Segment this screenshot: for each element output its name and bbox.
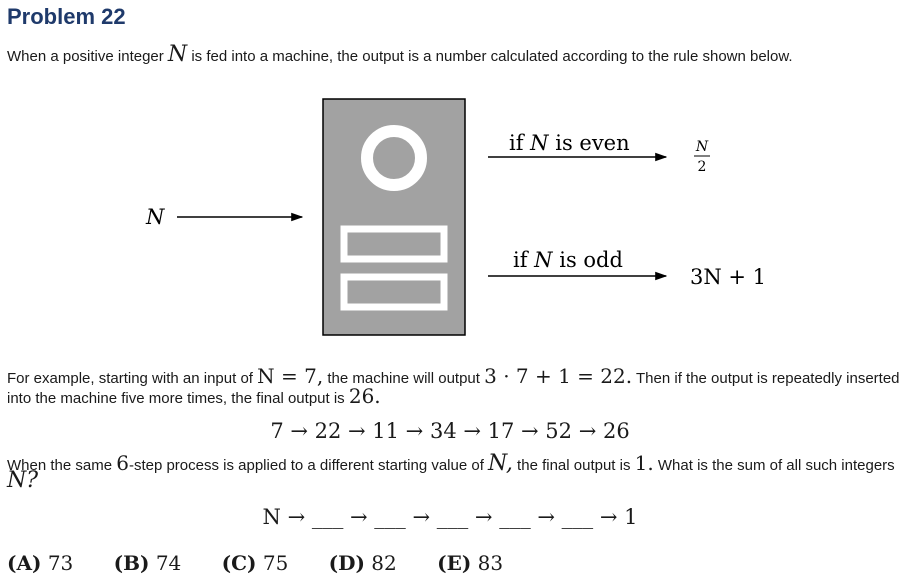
even-var: N: [529, 131, 549, 155]
example-text-d: into the machine five more times, the fi…: [7, 390, 349, 407]
intro-text: When a positive integer N is fed into a …: [7, 44, 793, 66]
choice-b-value: 74: [155, 551, 182, 575]
odd-output: 3N + 1: [690, 265, 766, 289]
choice-c-label: (C): [221, 551, 257, 575]
odd-rest: is odd: [553, 248, 623, 272]
machine-dial: [361, 125, 427, 191]
example-line-2: into the machine five more times, the fi…: [7, 386, 381, 407]
intro-after: is fed into a machine, the output is a n…: [187, 48, 793, 65]
question-text-b: -step process is applied to a different …: [128, 457, 489, 474]
choice-d-value: 82: [371, 551, 397, 575]
even-condition: if N is even: [509, 131, 630, 155]
question-math-var: N,: [488, 451, 513, 476]
example-text-c: Then if the output is repeatedly inserte…: [632, 370, 900, 387]
question-text-c: the final output is: [512, 457, 635, 474]
question-text-d: What is the sum of all such integers: [653, 457, 895, 474]
choice-a-value: 73: [47, 551, 74, 575]
intro-before: When a positive integer: [7, 48, 168, 65]
question-math-n: N?: [7, 468, 39, 493]
example-text-a: For example, starting with an input of: [7, 370, 258, 387]
answer-choices: (A) 73 (B) 74 (C) 75 (D) 82 (E) 83: [7, 551, 537, 575]
even-if: if: [509, 131, 530, 155]
question-text-a: When the same: [7, 457, 117, 474]
question-math-one: 1.: [634, 451, 654, 475]
input-label: N: [145, 205, 165, 229]
choice-e[interactable]: (E) 83: [437, 551, 503, 575]
machine-slot-bottom: [340, 273, 448, 311]
choice-c-value: 75: [262, 551, 289, 575]
example-text-b: the machine will output: [323, 370, 485, 387]
choice-b[interactable]: (B) 74: [114, 551, 182, 575]
question-line-2: N?: [7, 470, 38, 492]
choice-e-label: (E): [437, 551, 472, 575]
example-math-input: N = 7,: [257, 364, 324, 388]
choice-a[interactable]: (A) 73: [7, 551, 73, 575]
choice-d[interactable]: (D) 82: [329, 551, 397, 575]
choice-a-label: (A): [7, 551, 42, 575]
even-output-numerator: N: [695, 139, 709, 155]
choice-b-label: (B): [113, 551, 150, 575]
intro-var: N: [167, 42, 188, 67]
odd-if: if: [513, 248, 534, 272]
question-chain: N → ___ → ___ → ___ → ___ → ___ → 1: [262, 505, 638, 529]
even-output-denominator: 2: [698, 159, 707, 175]
choice-c[interactable]: (C) 75: [222, 551, 289, 575]
machine-diagram: N if N is even N 2 if N is odd 3N + 1: [145, 98, 766, 336]
problem-title: Problem 22: [7, 4, 126, 29]
choice-e-value: 83: [477, 551, 504, 575]
example-math-final: 26.: [348, 384, 381, 408]
example-line-1: For example, starting with an input of N…: [7, 366, 900, 387]
odd-condition: if N is odd: [513, 248, 623, 272]
choice-d-label: (D): [328, 551, 365, 575]
odd-var: N: [533, 248, 553, 272]
question-line-1: When the same 6-step process is applied …: [7, 453, 895, 475]
example-math-output: 3 · 7 + 1 = 22.: [484, 364, 633, 388]
even-rest: is even: [549, 131, 630, 155]
question-math-steps: 6: [116, 451, 129, 475]
example-sequence: 7 → 22 → 11 → 34 → 17 → 52 → 26: [270, 419, 630, 443]
machine-slot-top: [340, 225, 448, 263]
